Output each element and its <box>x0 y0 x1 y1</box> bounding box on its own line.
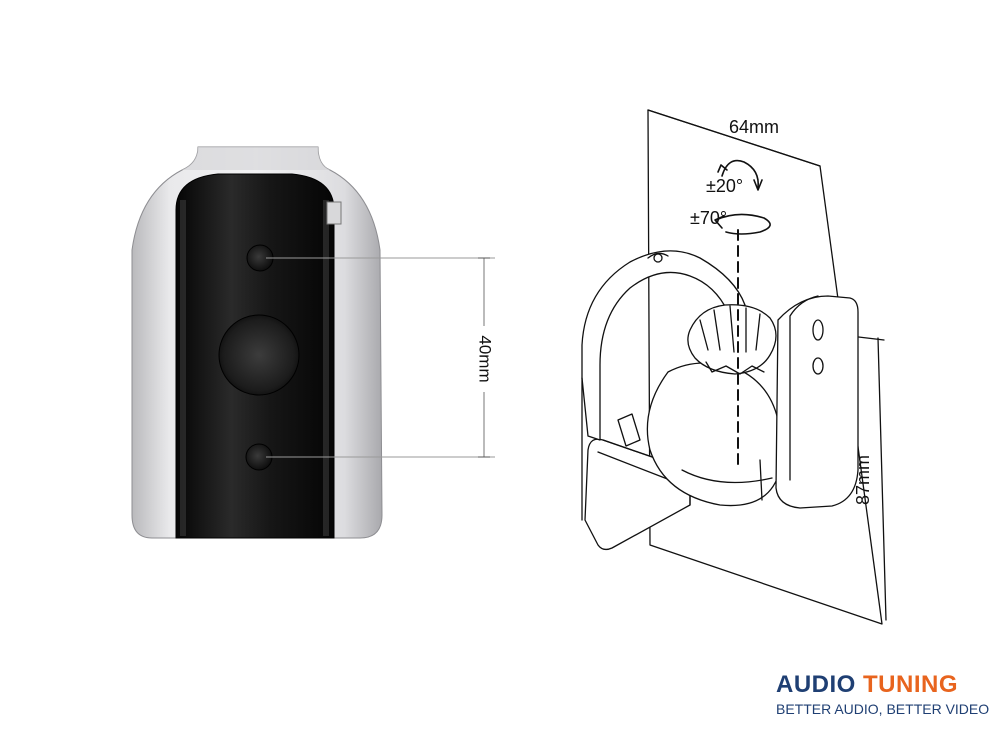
brand-word-audio: AUDIO <box>776 671 856 698</box>
brand-logo: AUDIO TUNING BETTER AUDIO, BETTER VIDEO <box>776 672 990 718</box>
brand-tagline: BETTER AUDIO, BETTER VIDEO <box>776 701 990 717</box>
swivel-label: ±70° <box>690 208 727 228</box>
height-dim-line <box>877 337 887 621</box>
brand-word-tuning: TUNING <box>863 671 959 698</box>
silver-edge-shade <box>182 147 330 170</box>
wall-plate-photo: 40mm <box>131 146 495 539</box>
bracket-drawing: 64mm 87mm ±20° <box>581 109 887 625</box>
brand-title: AUDIO TUNING <box>776 672 976 698</box>
center-hole <box>218 314 300 396</box>
hole-spacing-label: 40mm <box>476 335 495 382</box>
swivel-arrow <box>715 213 771 235</box>
clip-right <box>326 201 342 225</box>
tilt-label: ±20° <box>706 176 743 196</box>
width-label: 64mm <box>729 117 779 137</box>
speaker-plate <box>775 295 859 509</box>
rail-left <box>180 200 186 536</box>
tilt-arrow <box>721 159 760 189</box>
tension-knob <box>687 304 777 375</box>
width-dim-line <box>647 109 821 167</box>
rail-right <box>323 200 329 536</box>
